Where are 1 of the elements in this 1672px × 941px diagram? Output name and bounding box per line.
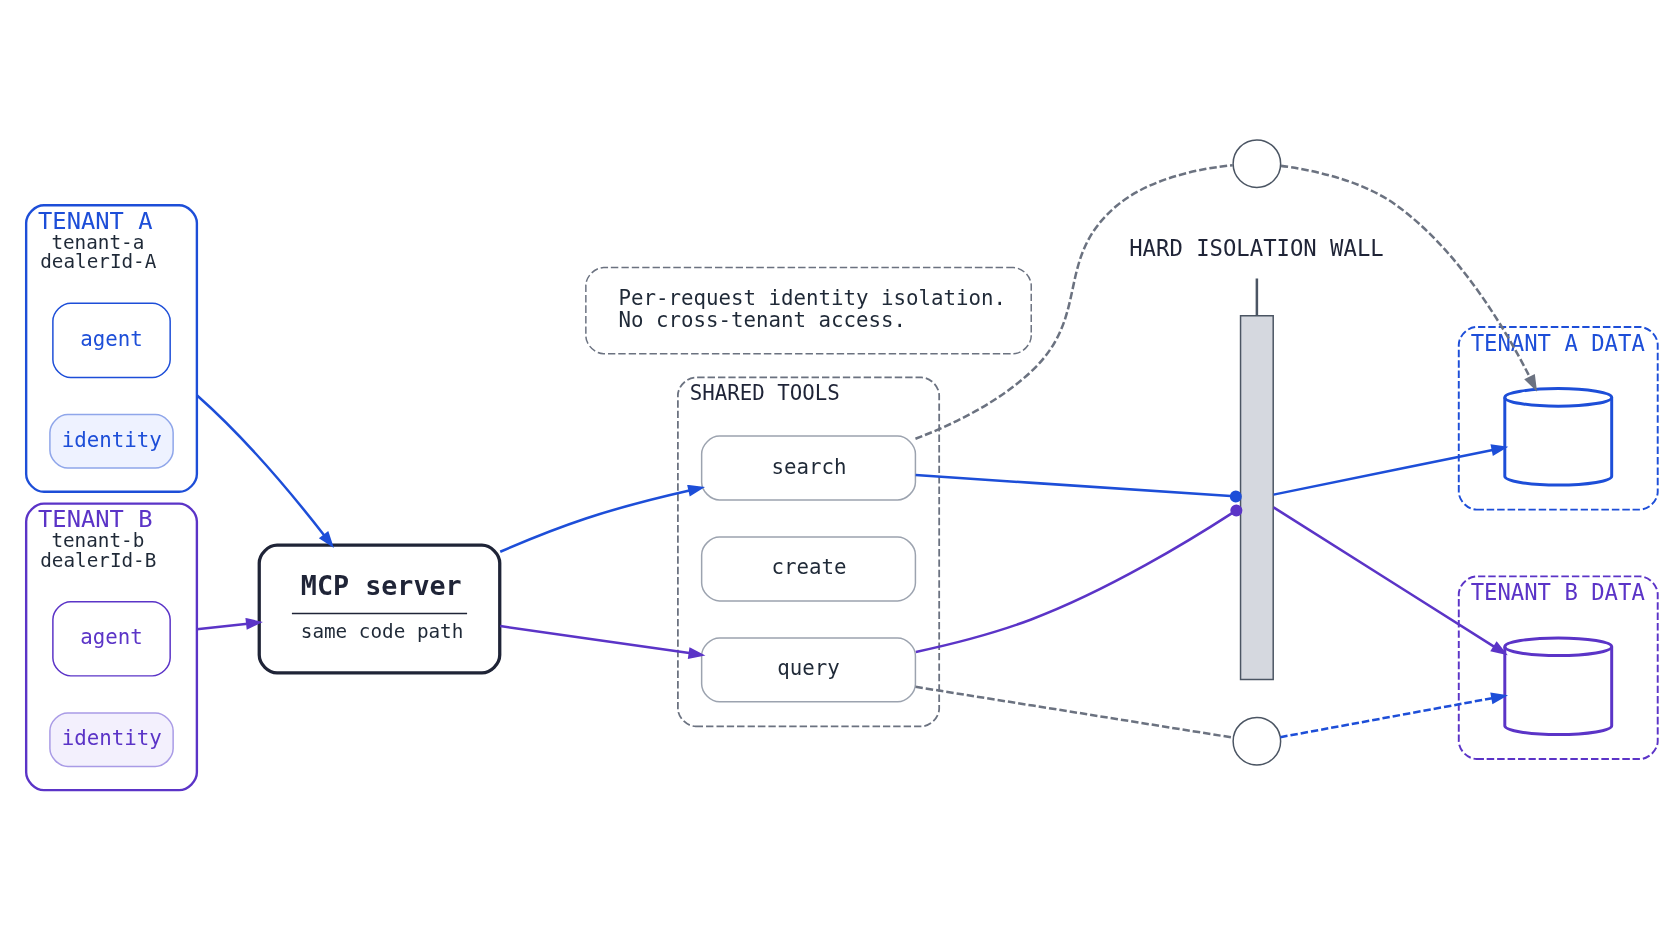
node-text: HARD ISOLATION WALL xyxy=(1129,234,1384,261)
